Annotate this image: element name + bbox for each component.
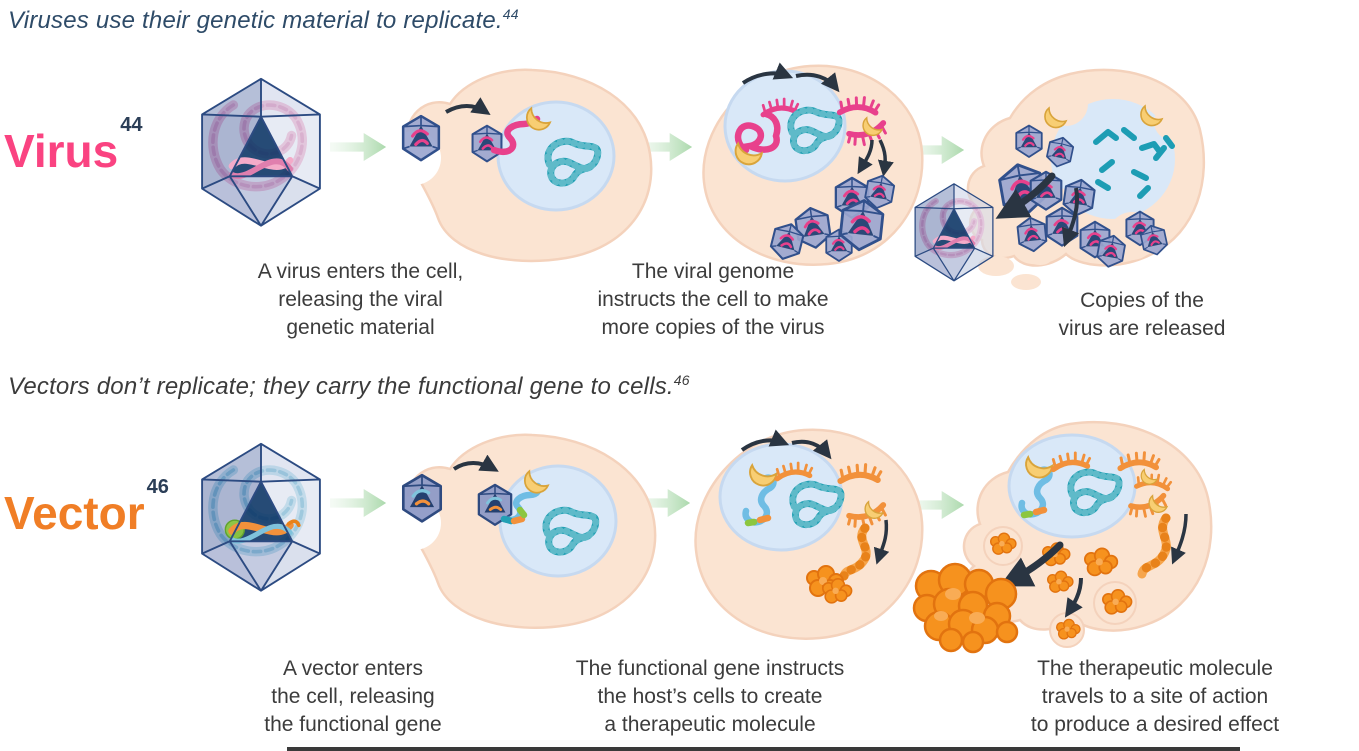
virus-section-heading: Viruses use their genetic material to re… xyxy=(8,6,519,35)
vector-label: Vector46 xyxy=(4,477,169,539)
caption-line: Copies of the xyxy=(1080,289,1204,312)
caption-line: A virus enters the cell, xyxy=(257,260,464,283)
cut-off-content-edge xyxy=(287,747,1240,751)
caption-line: A vector enters xyxy=(282,657,424,680)
virus-replication-cell-illustration xyxy=(702,62,924,266)
vector-expression-cell-illustration xyxy=(694,428,924,640)
vector-step-1-caption: A vector enters the cell, releasing the … xyxy=(223,655,483,739)
caption-line: The functional gene instructs xyxy=(575,657,845,680)
virus-heading-text: Viruses use their genetic material to re… xyxy=(8,7,503,34)
caption-line: to produce a desired effect xyxy=(1030,713,1280,736)
caption-line: the cell, releasing xyxy=(271,685,435,708)
flow-arrow-icon xyxy=(330,488,387,518)
vector-step-2-caption: The functional gene instructs the host’s… xyxy=(560,655,860,739)
caption-line: more copies of the virus xyxy=(601,316,825,339)
virus-heading-reference-link[interactable]: 44 xyxy=(502,6,519,22)
caption-line: The therapeutic molecule xyxy=(1037,657,1273,680)
virus-step-2-caption: The viral genome instructs the cell to m… xyxy=(563,258,863,342)
caption-line: genetic material xyxy=(286,316,435,339)
virus-label-reference-link[interactable]: 44 xyxy=(120,113,143,136)
caption-line: the host’s cells to create xyxy=(597,685,823,708)
vector-heading-reference-link[interactable]: 46 xyxy=(673,372,690,388)
vector-step-3-caption: The therapeutic molecule travels to a si… xyxy=(1002,655,1308,739)
virus-label: Virus44 xyxy=(4,115,142,177)
caption-line: instructs the cell to make xyxy=(597,288,829,311)
virus-label-text: Virus xyxy=(4,125,119,177)
vector-secretion-cell-illustration xyxy=(912,420,1213,654)
vector-label-text: Vector xyxy=(4,487,145,539)
virus-entry-cell-illustration xyxy=(398,68,653,263)
caption-line: the functional gene xyxy=(264,713,442,736)
flow-arrow-icon xyxy=(330,132,387,162)
caption-line: releasing the viral xyxy=(278,288,443,311)
vector-label-reference-link[interactable]: 46 xyxy=(146,475,169,498)
virus-step-1-caption: A virus enters the cell, releasing the v… xyxy=(223,258,498,342)
caption-line: travels to a site of action xyxy=(1041,685,1269,708)
virus-capsid-icon xyxy=(188,73,334,233)
vector-heading-text: Vectors don’t replicate; they carry the … xyxy=(8,373,674,400)
virus-release-cell-illustration xyxy=(900,68,1206,290)
caption-line: a therapeutic molecule xyxy=(604,713,816,736)
caption-line: The viral genome xyxy=(631,260,795,283)
vector-section-heading: Vectors don’t replicate; they carry the … xyxy=(8,372,690,401)
caption-line: virus are released xyxy=(1058,317,1226,340)
vector-capsid-icon xyxy=(188,438,334,598)
vector-entry-cell-illustration xyxy=(398,433,657,629)
virus-step-3-caption: Copies of the virus are released xyxy=(992,287,1292,343)
